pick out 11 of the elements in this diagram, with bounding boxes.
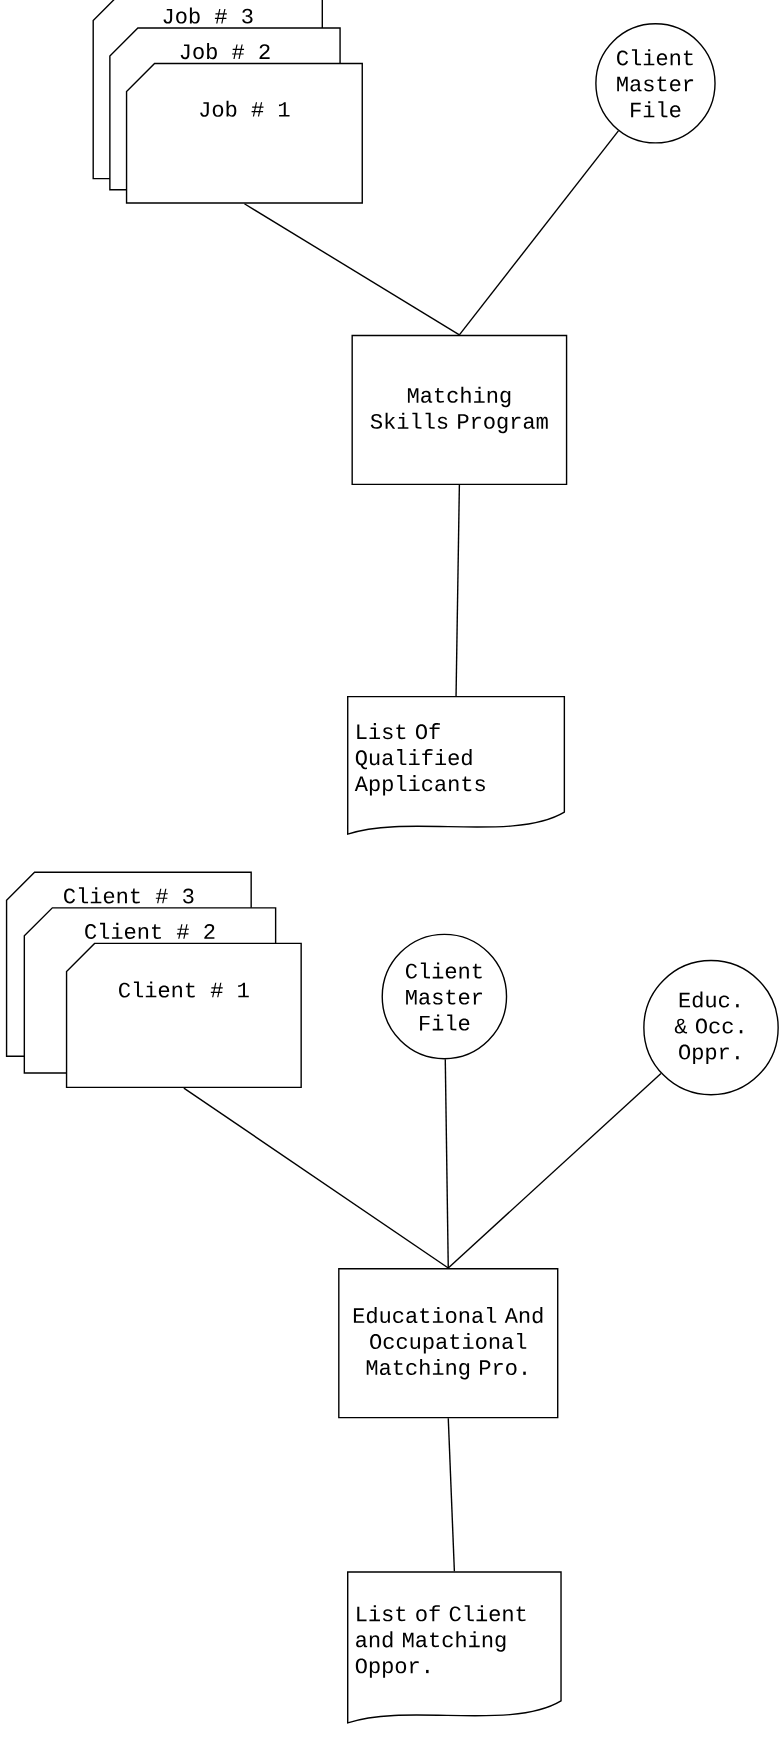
connector-line xyxy=(243,203,461,336)
connector-line xyxy=(444,1058,449,1269)
connector-line xyxy=(455,484,461,697)
process-box: Matching Skills Program xyxy=(351,334,568,486)
card-sheet: Client # 1 xyxy=(65,942,302,1089)
card-sheet: Job # 1 xyxy=(125,62,363,204)
connector-line xyxy=(447,1417,456,1572)
connector-line xyxy=(458,130,620,336)
connector-line xyxy=(183,1087,449,1269)
process-box: Educational And Occupational Matching Pro. xyxy=(338,1268,559,1419)
connector-line xyxy=(447,1072,662,1269)
